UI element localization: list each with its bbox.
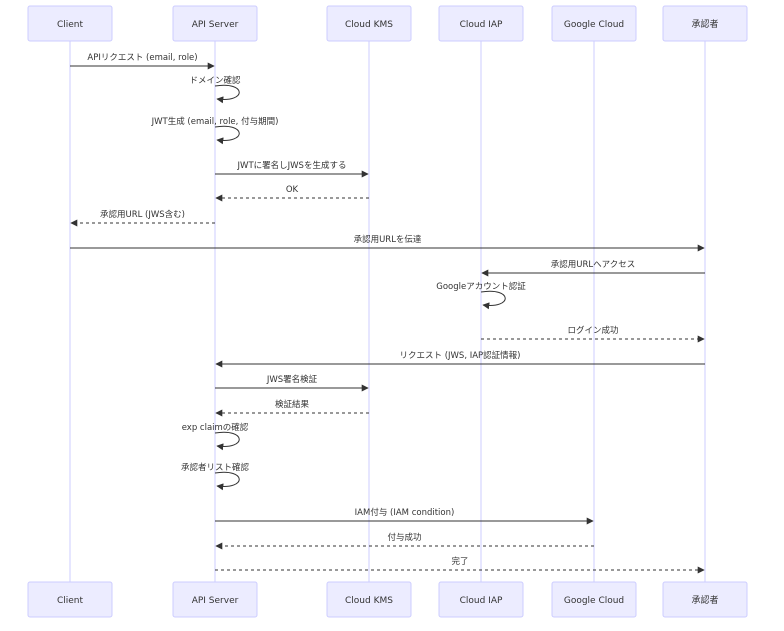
participant-label: Cloud IAP [460, 20, 503, 30]
message-label: 承認用URL (JWS含む) [100, 209, 185, 220]
participant-client-top: Client [27, 5, 113, 42]
message-arrow [214, 125, 240, 145]
message-label: APIリクエスト (email, role) [87, 53, 197, 63]
message-arrow [214, 471, 240, 491]
participant-gcloud-top: Google Cloud [551, 5, 637, 42]
participant-label: 承認者 [691, 594, 718, 606]
message-label: 完了 [451, 556, 468, 567]
participant-box [172, 5, 258, 42]
message-label: Googleアカウント認証 [436, 281, 526, 292]
participant-label: Cloud IAP [460, 596, 503, 606]
participant-box [326, 5, 412, 42]
message-label: JWT生成 (email, role, 付与期間) [151, 116, 279, 127]
message-6: 承認用URL (JWS含む) [70, 209, 215, 227]
participant-label: API Server [192, 20, 239, 30]
message-label: ログイン成功 [567, 325, 618, 336]
message-11: リクエスト (JWS, IAP認証情報) [215, 350, 705, 368]
participant-gcloud-bottom: Google Cloud [551, 581, 637, 618]
participant-box [662, 581, 748, 618]
participant-kms-bottom: Cloud KMS [326, 581, 412, 618]
participant-box [662, 5, 748, 42]
message-4: JWTに署名しJWSを生成する [215, 160, 369, 178]
message-label: exp claimの確認 [182, 422, 249, 433]
message-14: exp claimの確認 [182, 422, 249, 451]
message-13: 検証結果 [215, 399, 369, 417]
participant-kms-top: Cloud KMS [326, 5, 412, 42]
message-arrow [214, 84, 240, 104]
message-2: ドメイン確認 [189, 75, 241, 104]
message-12: JWS署名検証 [215, 374, 369, 392]
participant-label: Google Cloud [564, 20, 624, 30]
participant-box [172, 581, 258, 618]
participant-box [551, 581, 637, 618]
participant-label: Cloud KMS [345, 20, 393, 30]
participant-box [438, 581, 524, 618]
participant-label: Client [57, 596, 84, 606]
message-label: リクエスト (JWS, IAP認証情報) [400, 350, 521, 361]
message-arrow [480, 290, 506, 310]
message-9: Googleアカウント認証 [436, 281, 526, 310]
participant-label: API Server [192, 596, 239, 606]
participant-approver-bottom: 承認者 [662, 581, 748, 618]
message-label: 検証結果 [275, 399, 310, 410]
participant-box [27, 5, 113, 42]
message-label: 承認者リスト確認 [181, 462, 250, 473]
message-16: IAM付与 (IAM condition) [215, 507, 594, 525]
message-3: JWT生成 (email, role, 付与期間) [151, 116, 279, 145]
message-label: ドメイン確認 [189, 75, 241, 86]
participant-box [326, 581, 412, 618]
message-arrow [214, 431, 240, 451]
participant-iap-top: Cloud IAP [438, 5, 524, 42]
participant-client-bottom: Client [27, 581, 113, 618]
message-label: IAM付与 (IAM condition) [355, 507, 455, 518]
participant-box [27, 581, 113, 618]
message-8: 承認用URLへアクセス [481, 259, 705, 277]
participant-label: Cloud KMS [345, 596, 393, 606]
message-label: 承認用URLを伝達 [354, 234, 422, 245]
message-7: 承認用URLを伝達 [70, 234, 705, 252]
participant-box [551, 5, 637, 42]
message-15: 承認者リスト確認 [181, 462, 250, 491]
participant-api-top: API Server [172, 5, 258, 42]
message-18: 完了 [215, 556, 705, 574]
participant-iap-bottom: Cloud IAP [438, 581, 524, 618]
participant-label: Client [57, 20, 84, 30]
participant-box [438, 5, 524, 42]
message-10: ログイン成功 [481, 325, 705, 343]
message-label: 承認用URLへアクセス [551, 259, 635, 270]
message-5: OK [215, 185, 369, 202]
participant-label: 承認者 [691, 18, 718, 30]
participant-label: Google Cloud [564, 596, 624, 606]
participant-approver-top: 承認者 [662, 5, 748, 42]
participant-api-bottom: API Server [172, 581, 258, 618]
message-1: APIリクエスト (email, role) [70, 53, 215, 70]
message-17: 付与成功 [215, 532, 594, 550]
message-label: 付与成功 [387, 532, 421, 543]
message-label: JWS署名検証 [266, 374, 318, 385]
message-label: JWTに署名しJWSを生成する [237, 160, 347, 171]
message-label: OK [286, 185, 299, 195]
